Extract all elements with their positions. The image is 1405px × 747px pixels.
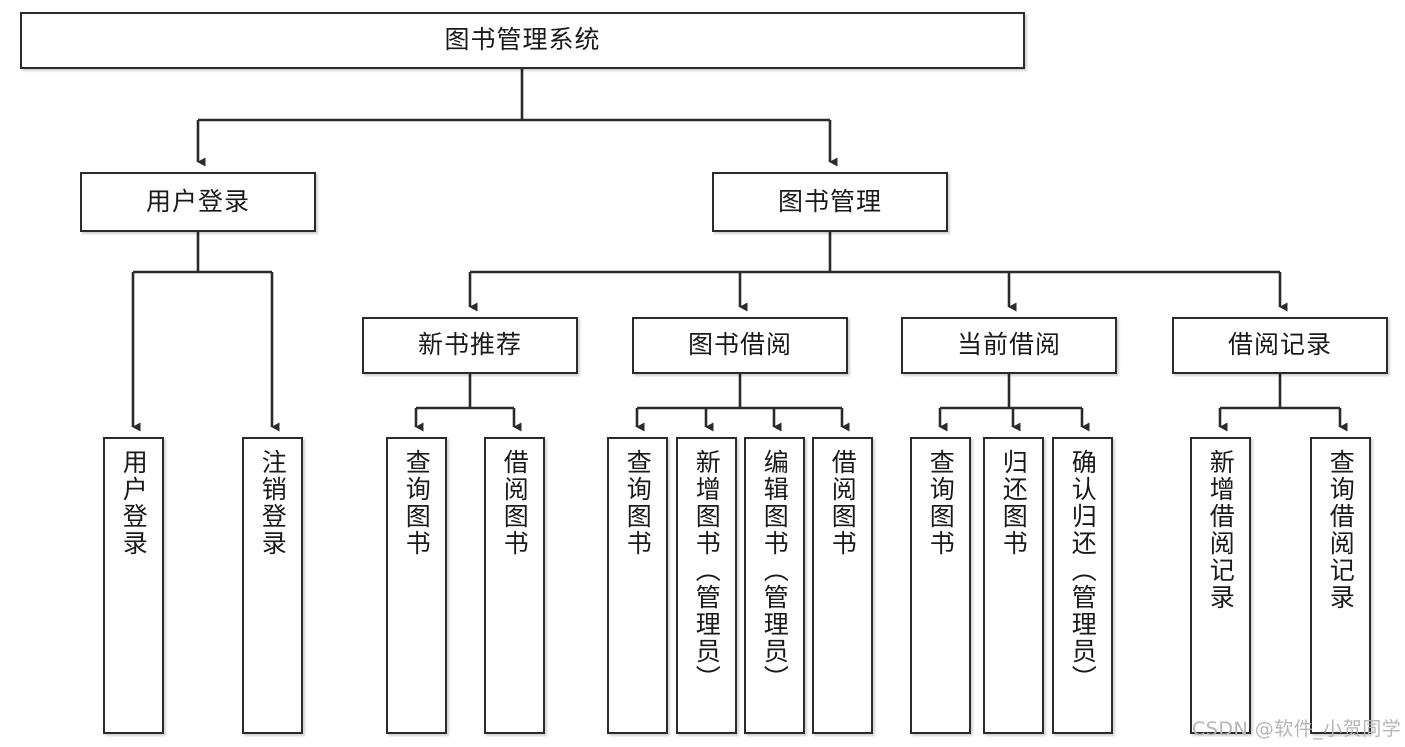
node-leaf-borrow-book-1[interactable]: 借阅图书 (484, 437, 545, 734)
node-leaf-edit-book-label: 编辑图书（管理员） (760, 449, 790, 692)
node-leaf-edit-book[interactable]: 编辑图书（管理员） (744, 437, 805, 734)
node-borrow-record-label: 借阅记录 (1227, 330, 1332, 360)
node-leaf-user-login[interactable]: 用户登录 (103, 437, 164, 734)
node-leaf-add-record-label: 新增借阅记录 (1206, 449, 1236, 611)
node-leaf-query-book-2[interactable]: 查询图书 (607, 437, 668, 734)
node-new-book-recommend-label: 新书推荐 (417, 330, 522, 360)
node-user-login-label: 用户登录 (145, 186, 250, 216)
node-borrow-record[interactable]: 借阅记录 (1172, 317, 1388, 374)
node-current-borrow[interactable]: 当前借阅 (901, 317, 1117, 374)
node-book-borrow-label: 图书借阅 (687, 330, 792, 360)
node-leaf-user-logout[interactable]: 注销登录 (242, 437, 303, 734)
node-leaf-return-book-label: 归还图书 (999, 449, 1029, 557)
node-current-borrow-label: 当前借阅 (956, 330, 1061, 360)
node-leaf-query-book-1-label: 查询图书 (402, 449, 432, 557)
node-root-label: 图书管理系统 (444, 25, 601, 55)
node-leaf-confirm-return-label: 确认归还（管理员） (1068, 449, 1098, 692)
node-leaf-borrow-book-1-label: 借阅图书 (500, 449, 530, 557)
node-root[interactable]: 图书管理系统 (20, 12, 1025, 69)
node-leaf-query-book-1[interactable]: 查询图书 (386, 437, 447, 734)
node-leaf-add-book[interactable]: 新增图书（管理员） (676, 437, 737, 734)
node-leaf-return-book[interactable]: 归还图书 (983, 437, 1044, 734)
node-leaf-query-book-3[interactable]: 查询图书 (910, 437, 971, 734)
node-book-manage-label: 图书管理 (777, 186, 882, 216)
node-leaf-borrow-book-2[interactable]: 借阅图书 (812, 437, 873, 734)
node-book-borrow[interactable]: 图书借阅 (632, 317, 848, 374)
node-leaf-borrow-book-2-label: 借阅图书 (828, 449, 858, 557)
node-new-book-recommend[interactable]: 新书推荐 (362, 317, 578, 374)
node-leaf-user-logout-label: 注销登录 (258, 449, 288, 557)
watermark-text: CSDN @软件_小贺同学 (1192, 718, 1402, 740)
node-leaf-query-book-3-label: 查询图书 (926, 449, 956, 557)
node-leaf-query-record[interactable]: 查询借阅记录 (1310, 437, 1371, 734)
node-leaf-confirm-return[interactable]: 确认归还（管理员） (1052, 437, 1113, 734)
node-book-manage[interactable]: 图书管理 (712, 172, 948, 232)
node-leaf-query-record-label: 查询借阅记录 (1326, 449, 1356, 611)
node-leaf-user-login-label: 用户登录 (119, 449, 149, 557)
node-leaf-add-record[interactable]: 新增借阅记录 (1190, 437, 1251, 734)
node-leaf-query-book-2-label: 查询图书 (623, 449, 653, 557)
node-leaf-add-book-label: 新增图书（管理员） (692, 449, 722, 692)
node-user-login[interactable]: 用户登录 (80, 172, 316, 232)
